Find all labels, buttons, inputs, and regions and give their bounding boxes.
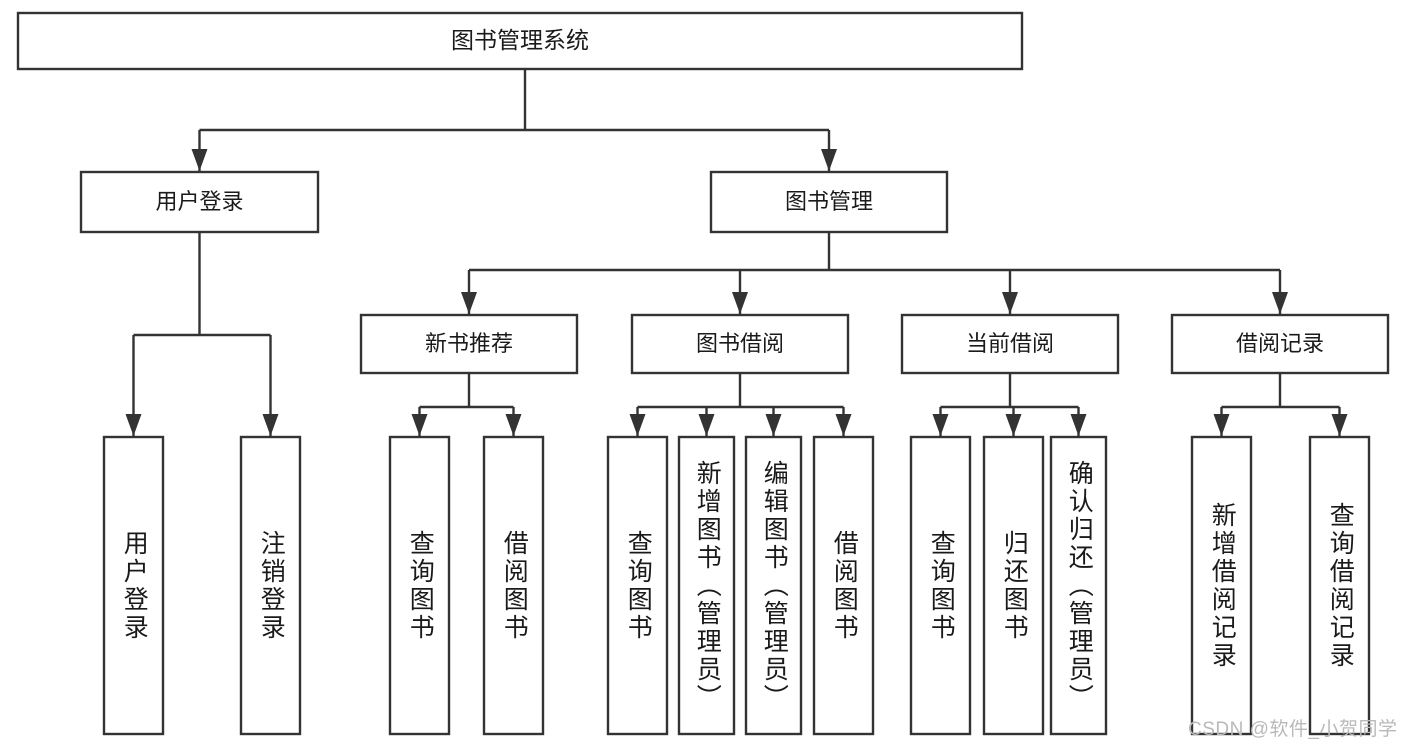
arrow-head	[821, 149, 837, 171]
node-box-user-login[interactable]	[79, 170, 320, 234]
arrow-head	[125, 414, 142, 436]
arrow-head	[262, 414, 279, 436]
node-box-leaf-user-login[interactable]	[102, 435, 165, 736]
arrow-head	[732, 292, 748, 314]
node-label-current-borrow: 当前借阅	[966, 331, 1054, 356]
arrow-head	[765, 414, 782, 436]
node-box-leaf-add-record[interactable]	[1190, 435, 1253, 736]
arrow-head	[629, 414, 646, 436]
csdn-watermark: CSDN @软件_小贺同学	[1188, 719, 1398, 740]
arrow-head	[698, 414, 715, 436]
arrow-head	[411, 414, 428, 436]
node-box-leaf-query-book-2[interactable]	[606, 435, 669, 736]
arrow-head	[1331, 414, 1348, 436]
node-label-book-manage: 图书管理	[785, 189, 873, 214]
node-box-leaf-return-book[interactable]	[982, 435, 1045, 736]
box-layer	[16, 11, 1390, 736]
node-box-current-borrow[interactable]	[900, 313, 1120, 375]
node-box-leaf-confirm-return[interactable]	[1049, 435, 1108, 736]
node-box-leaf-edit-book[interactable]	[744, 435, 803, 736]
arrow-head	[1002, 292, 1018, 314]
node-label-new-book-rec: 新书推荐	[425, 331, 513, 356]
arrow-head	[835, 414, 852, 436]
node-box-root[interactable]	[16, 11, 1024, 71]
arrow-head	[191, 149, 208, 171]
arrow-head	[1272, 292, 1288, 314]
arrow-head	[505, 414, 522, 436]
arrow-head	[461, 292, 477, 314]
node-label-root: 图书管理系统	[451, 27, 589, 53]
node-box-leaf-logout[interactable]	[239, 435, 302, 736]
node-box-book-manage[interactable]	[709, 170, 949, 234]
node-label-user-login: 用户登录	[155, 189, 243, 214]
node-box-leaf-borrow-book-2[interactable]	[812, 435, 875, 736]
node-box-leaf-borrow-book-1[interactable]	[482, 435, 545, 736]
node-box-leaf-query-record[interactable]	[1308, 435, 1371, 736]
arrow-head	[932, 414, 949, 436]
node-box-borrow-record[interactable]	[1170, 313, 1390, 375]
node-label-borrow-record: 借阅记录	[1236, 331, 1324, 356]
arrow-head	[1005, 414, 1022, 436]
node-box-new-book-rec[interactable]	[359, 313, 579, 375]
node-box-leaf-add-book[interactable]	[677, 435, 736, 736]
arrow-head	[1070, 414, 1087, 436]
node-box-book-borrow[interactable]	[630, 313, 850, 375]
node-box-leaf-query-book-3[interactable]	[909, 435, 972, 736]
node-box-leaf-query-book-1[interactable]	[388, 435, 451, 736]
node-label-book-borrow: 图书借阅	[696, 331, 784, 356]
arrow-head	[1213, 414, 1230, 436]
connector-layer	[125, 69, 1348, 436]
